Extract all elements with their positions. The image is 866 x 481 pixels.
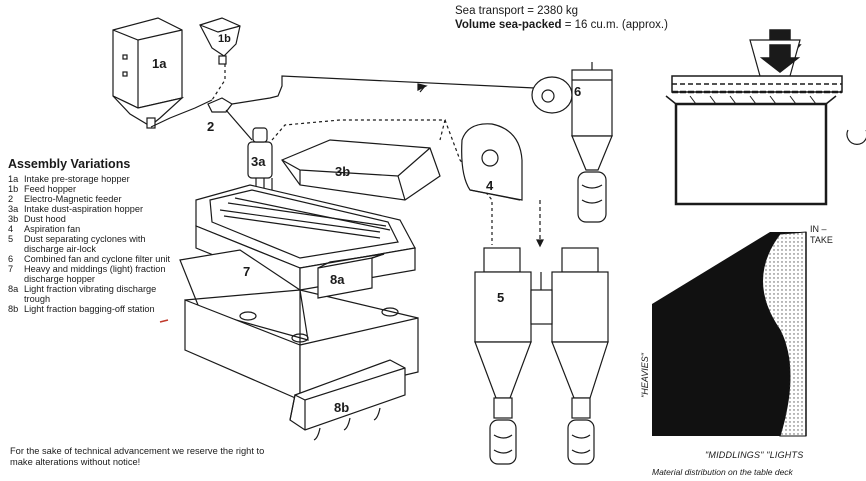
label-8a: 8a <box>330 272 345 287</box>
legend-item: 1a Intake pre-storage hopper <box>8 174 180 184</box>
part-3b-dust-hood <box>281 139 441 201</box>
volume-label: Volume sea-packed <box>455 19 562 31</box>
intake-label: IN – TAKE <box>810 224 833 246</box>
legend-item-text: Light fraction bagging-off station <box>24 304 155 314</box>
shipping-info: Sea transport = 2380 kg Volume sea-packe… <box>455 4 668 32</box>
disclaimer-note: For the sake of technical advancement we… <box>10 446 265 467</box>
volume-value: = 16 cu.m. (approx.) <box>561 19 668 31</box>
part-4-aspiration-fan <box>461 123 523 201</box>
assembly-legend: Assembly Variations 1a Intake pre-storage… <box>8 157 180 314</box>
label-8b: 8b <box>334 400 349 415</box>
part-1a-intake-hopper <box>112 17 185 129</box>
sea-packed-volume: Volume sea-packed = 16 cu.m. (approx.) <box>455 18 668 32</box>
legend-item-text: Combined fan and cyclone filter unit <box>24 254 171 264</box>
legend-item-code: 6 <box>8 254 14 264</box>
label-5: 5 <box>497 290 504 305</box>
part-8a-vibrating-trough <box>317 253 385 299</box>
legend-item: 4 Aspiration fan <box>8 224 180 234</box>
label-3b: 3b <box>335 164 350 179</box>
legend-item-code: 1a <box>8 174 19 184</box>
sea-transport-weight: Sea transport = 2380 kg <box>455 5 579 17</box>
legend-title: Assembly Variations <box>8 157 131 171</box>
legend-item-code: 1b <box>8 184 19 194</box>
label-1b: 1b <box>218 33 231 45</box>
part-3a-aspiration-hopper <box>247 127 273 192</box>
legend-item: 1b Feed hopper <box>8 184 180 194</box>
legend-item-text: Intake dust-aspiration hopper <box>24 204 144 214</box>
label-4: 4 <box>486 178 494 193</box>
label-6: 6 <box>574 84 581 99</box>
legend-item-code: 5 <box>8 234 14 244</box>
distribution-caption: Material distribution on the table deck <box>652 467 793 477</box>
in-label: IN – <box>810 224 827 234</box>
legend-item: 3a Intake dust-aspiration hopper <box>8 204 180 214</box>
legend-item-text: Electro-Magnetic feeder <box>24 194 122 204</box>
legend-item-code: 3a <box>8 204 19 214</box>
label-2: 2 <box>207 119 214 134</box>
legend-item: 2 Electro-Magnetic feeder <box>8 194 180 204</box>
legend-item-code: 8a <box>8 284 19 294</box>
legend-item-code: 8b <box>8 304 19 314</box>
take-label: TAKE <box>810 235 833 245</box>
legend-item-text: Dust hood <box>24 214 66 224</box>
label-1a: 1a <box>152 56 167 71</box>
part-6-fan-cyclone-filter <box>531 62 613 223</box>
table-deck-section <box>665 29 866 206</box>
legend-item-code: 2 <box>8 194 14 204</box>
legend-item-code: 7 <box>8 264 14 274</box>
legend-item: 8a Light fraction vibrating discharge tro… <box>8 284 180 304</box>
legend-items: 1a Intake pre-storage hopper 1b Feed hopper… <box>8 174 180 314</box>
label-3a: 3a <box>251 154 266 169</box>
legend-item-text: Feed hopper <box>24 184 77 194</box>
legend-item-text: Aspiration fan <box>24 224 81 234</box>
material-distribution <box>652 231 807 437</box>
label-7: 7 <box>243 264 250 279</box>
legend-item-text: Intake pre-storage hopper <box>24 174 130 184</box>
part-2-feeder <box>207 97 233 113</box>
legend-item: 3b Dust hood <box>8 214 180 224</box>
heavies-label: "HEAVIES" <box>640 353 650 398</box>
legend-item-code: 4 <box>8 224 14 234</box>
legend-item: 6 Combined fan and cyclone filter unit <box>8 254 180 264</box>
part-8b-bagging-station <box>289 359 406 441</box>
legend-item-text: Light fraction vibrating discharge troug… <box>24 284 157 304</box>
legend-item-text: Heavy and middings (light) fraction disc… <box>24 264 166 284</box>
part-1b-feed-hopper <box>199 17 241 65</box>
legend-item: 5 Dust separating cyclones with discharge… <box>8 234 180 254</box>
legend-item-text: Dust separating cyclones with discharge … <box>24 234 146 254</box>
legend-item-code: 3b <box>8 214 19 224</box>
part-5-cyclones <box>474 247 609 465</box>
legend-item: 7 Heavy and middings (light) fraction dis… <box>8 264 180 284</box>
legend-item: 8b Light fraction bagging-off station <box>8 304 180 314</box>
fractions-label: "MIDDLINGS" "LIGHTS <box>705 450 804 460</box>
